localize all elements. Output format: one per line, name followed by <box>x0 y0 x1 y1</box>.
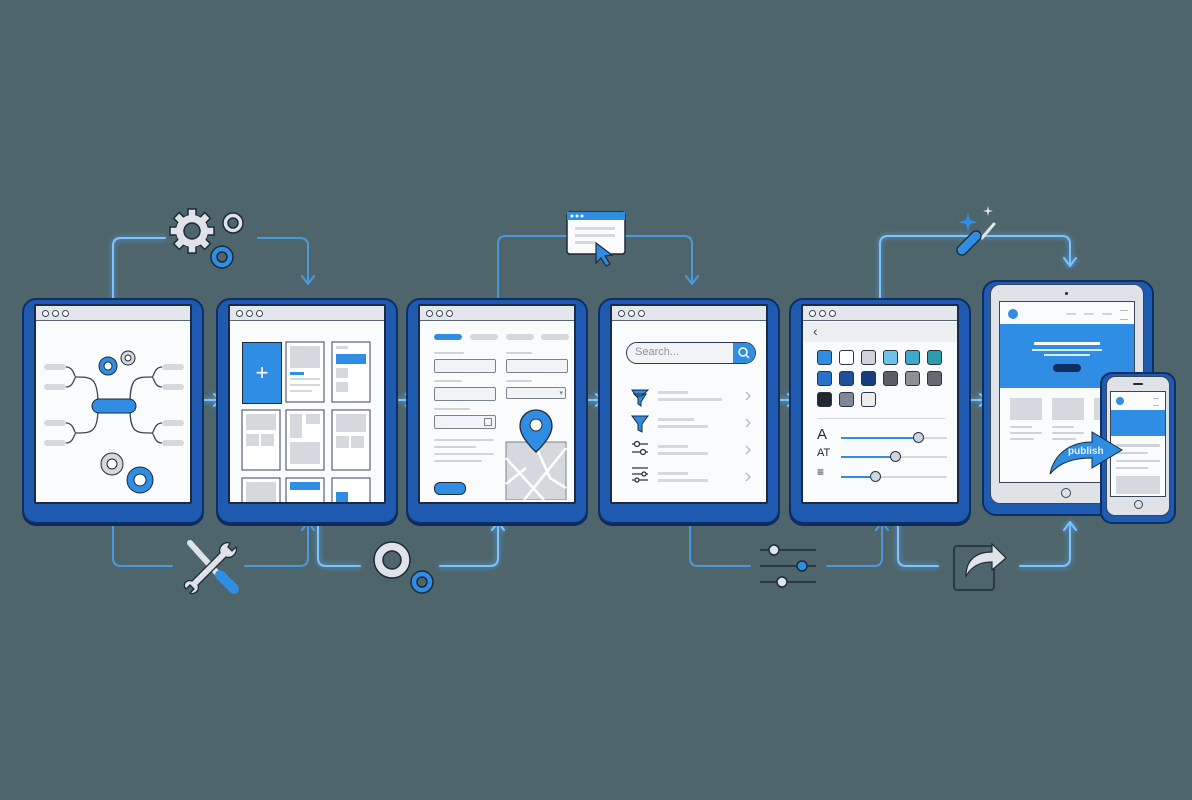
sliders-icon <box>632 440 648 456</box>
menu-icon[interactable] <box>1120 310 1128 320</box>
gears-icon <box>169 208 244 269</box>
step-style-panel[interactable]: ‹ A AT ≡ <box>789 298 971 524</box>
tab[interactable] <box>470 334 498 340</box>
window-dot <box>446 309 453 317</box>
calendar-icon <box>484 418 492 426</box>
color-swatch[interactable] <box>883 371 898 386</box>
color-swatch[interactable] <box>905 350 920 365</box>
window-titlebar <box>803 306 957 321</box>
hero-banner <box>1000 324 1134 388</box>
search-placeholder: Search... <box>635 346 680 358</box>
color-swatch[interactable] <box>839 371 854 386</box>
phone-speaker <box>1133 383 1143 385</box>
phone-screen <box>1110 391 1166 497</box>
window-dot <box>42 309 49 317</box>
plus-icon: + <box>255 360 269 385</box>
search-button[interactable] <box>733 343 755 363</box>
color-swatch[interactable] <box>861 371 876 386</box>
color-swatch[interactable] <box>861 350 876 365</box>
color-swatch[interactable] <box>817 392 832 407</box>
window-dot <box>236 309 243 317</box>
funnel-layered-icon <box>631 389 650 407</box>
slider-knob[interactable] <box>870 471 881 482</box>
color-swatch[interactable] <box>927 371 942 386</box>
window-dot <box>809 309 816 317</box>
window-dot <box>618 309 625 317</box>
phone-device <box>1106 376 1170 516</box>
step-form-panel[interactable]: ▾ <box>406 298 588 524</box>
window-dot <box>436 309 443 317</box>
slider-knob[interactable] <box>913 432 924 443</box>
color-swatch[interactable] <box>905 371 920 386</box>
window-dot <box>52 309 59 317</box>
map-icon <box>505 409 567 500</box>
date-field[interactable] <box>434 415 496 429</box>
color-swatch[interactable] <box>817 371 832 386</box>
magic-screwdriver-icon <box>956 206 996 256</box>
browser-cursor-icon <box>566 211 626 267</box>
text-field[interactable] <box>506 359 568 373</box>
color-swatch[interactable] <box>839 392 854 407</box>
line-height-label: ≡ <box>817 465 825 479</box>
color-swatch[interactable] <box>927 350 942 365</box>
window-titlebar <box>36 306 190 321</box>
font-tracking-label: AT <box>817 447 831 459</box>
line-height-slider[interactable] <box>841 476 947 478</box>
text-field[interactable] <box>434 387 496 401</box>
window-dot <box>256 309 263 317</box>
gears-icon <box>373 541 434 594</box>
template-thumbnails <box>241 341 371 502</box>
tab[interactable] <box>541 334 569 340</box>
share-icon <box>953 542 1007 591</box>
color-swatch[interactable] <box>839 350 854 365</box>
window-titlebar <box>420 306 574 321</box>
window-dot <box>426 309 433 317</box>
dropdown-select[interactable]: ▾ <box>506 387 566 399</box>
tab-active[interactable] <box>434 334 462 340</box>
funnel-icon <box>631 415 649 433</box>
cta-button[interactable] <box>1053 364 1081 372</box>
hero-banner <box>1111 410 1165 436</box>
window-titlebar <box>612 306 766 321</box>
tools-icon <box>183 540 239 595</box>
logo-icon <box>1008 309 1018 319</box>
window-dot <box>819 309 826 317</box>
window-titlebar <box>230 306 384 321</box>
submit-button[interactable] <box>434 482 466 495</box>
window-dot <box>628 309 635 317</box>
tablet-device <box>990 284 1144 504</box>
back-button[interactable]: ‹ <box>813 323 818 339</box>
window-dot <box>638 309 645 317</box>
sliders-icon <box>760 544 816 588</box>
filter-list <box>631 389 751 483</box>
step-search-panel[interactable]: Search... <box>598 298 780 524</box>
tablet-camera <box>1065 292 1068 295</box>
publish-arrow-icon[interactable]: publish <box>1048 430 1124 478</box>
step-templates-panel[interactable]: + <box>216 298 398 524</box>
settings-header: ‹ <box>803 322 957 342</box>
search-icon <box>738 347 750 359</box>
menu-icon[interactable] <box>1153 398 1159 406</box>
window-dot <box>62 309 69 317</box>
window-dot <box>246 309 253 317</box>
step-plan-panel[interactable] <box>22 298 204 524</box>
text-field[interactable] <box>434 359 496 373</box>
search-input[interactable]: Search... <box>626 342 756 364</box>
publish-label: publish <box>1068 446 1104 457</box>
add-template-button[interactable]: + <box>242 342 282 404</box>
divider <box>817 418 945 419</box>
slider-knob[interactable] <box>890 451 901 462</box>
tablet-home-button <box>1061 488 1071 498</box>
phone-home-button <box>1134 500 1143 509</box>
logo-icon <box>1116 397 1124 405</box>
font-size-label: A <box>817 426 828 443</box>
color-swatch[interactable] <box>861 392 876 407</box>
color-swatch[interactable] <box>817 350 832 365</box>
window-dot <box>829 309 836 317</box>
mind-map-icon <box>44 350 184 494</box>
color-swatch[interactable] <box>883 350 898 365</box>
tab[interactable] <box>506 334 534 340</box>
adjust-sliders-icon <box>632 467 648 483</box>
